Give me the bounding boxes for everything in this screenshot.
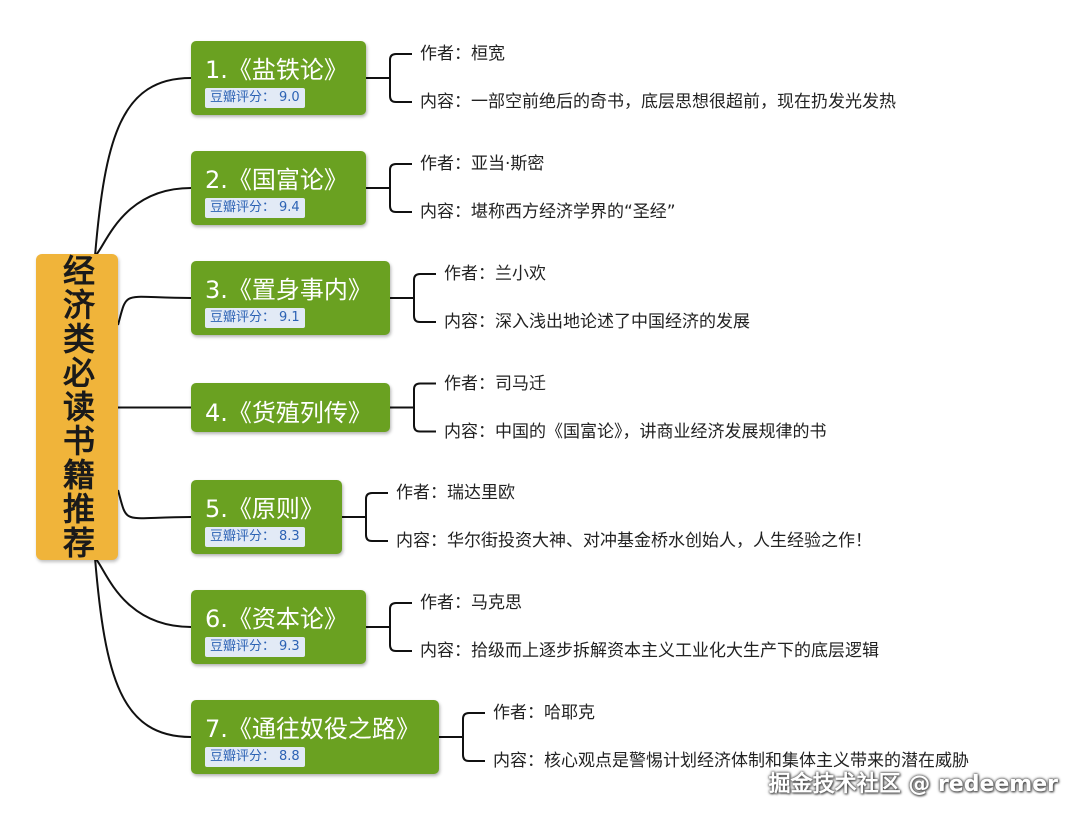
author-line-label: 作者： [396, 483, 447, 503]
author-line: 作者：亚当·斯密 [420, 153, 544, 175]
rating-label: 豆瓣评分： [210, 639, 276, 654]
bracket-line [462, 712, 485, 762]
author-line-label: 作者： [444, 264, 495, 284]
author-line-label: 作者： [444, 373, 495, 394]
content-line-value: 深入浅出地论述了中国经济的发展 [495, 312, 750, 332]
content-line-value: 拾级而上逐步拆解资本主义工业化大生产下的底层逻辑 [471, 641, 879, 661]
book-node: 6.《资本论》豆瓣评分：9.3 [191, 590, 366, 664]
bracket-line [389, 163, 412, 213]
content-line-label: 内容： [420, 202, 471, 222]
content-line-value: 一部空前绝后的奇书，底层思想很超前，现在扔发光发热 [471, 92, 896, 112]
author-line: 作者：哈耶克 [493, 702, 595, 724]
book-title: 5.《原则》 [205, 495, 324, 523]
rating-badge: 豆瓣评分：9.4 [205, 198, 305, 218]
author-line: 作者：马克思 [420, 592, 522, 614]
root-connector [94, 557, 192, 738]
bracket-line [389, 53, 412, 103]
author-line: 作者：兰小欢 [444, 263, 546, 285]
content-line-label: 内容： [420, 92, 471, 112]
author-line-value: 兰小欢 [495, 264, 546, 284]
rating-score: 9.4 [279, 200, 300, 215]
book-title: 7.《通往奴役之路》 [205, 715, 420, 743]
root-connector [94, 187, 192, 257]
author-line-value: 亚当·斯密 [471, 154, 545, 174]
rating-score: 9.1 [279, 310, 300, 325]
content-line-label: 内容： [444, 421, 495, 442]
content-line-label: 内容： [493, 751, 544, 771]
rating-badge: 豆瓣评分：8.8 [205, 747, 305, 767]
content-line-value: 堪称西方经济学界的“圣经” [471, 202, 676, 222]
rating-label: 豆瓣评分： [210, 200, 276, 215]
content-line: 内容：核心观点是警惕计划经济体制和集体主义带来的潜在威胁 [493, 750, 969, 772]
author-line: 作者：桓宽 [420, 43, 505, 65]
book-node: 3.《置身事内》豆瓣评分：9.1 [191, 261, 390, 335]
root-connector [117, 295, 192, 326]
rating-badge: 豆瓣评分：9.1 [205, 308, 305, 328]
author-line: 作者：瑞达里欧 [396, 482, 515, 504]
rating-label: 豆瓣评分： [210, 310, 276, 325]
content-line-label: 内容： [420, 641, 471, 661]
author-line-label: 作者： [420, 44, 471, 64]
book-title: 3.《置身事内》 [205, 276, 372, 304]
author-line-label: 作者： [420, 154, 471, 174]
root-topic: 经济类必读书籍推荐 [36, 254, 118, 560]
root-connector [94, 77, 192, 257]
content-line-value: 华尔街投资大神、对冲基金桥水创始人，人生经验之作！ [447, 531, 872, 551]
book-node: 2.《国富论》豆瓣评分：9.4 [191, 151, 366, 225]
book-node: 4.《货殖列传》 [191, 383, 390, 432]
book-node: 7.《通往奴役之路》豆瓣评分：8.8 [191, 700, 439, 774]
content-line: 内容：堪称西方经济学界的“圣经” [420, 201, 676, 223]
author-line: 作者：司马迁 [444, 373, 546, 395]
content-line-value: 中国的《国富论》，讲商业经济发展规律的书 [495, 421, 827, 442]
book-title: 2.《国富论》 [205, 166, 348, 194]
author-line-label: 作者： [493, 703, 544, 723]
author-line-value: 瑞达里欧 [447, 483, 515, 503]
book-node: 5.《原则》豆瓣评分：8.3 [191, 480, 342, 554]
book-title: 4.《货殖列传》 [205, 399, 372, 427]
rating-score: 9.0 [279, 90, 300, 105]
author-line-label: 作者： [420, 593, 471, 613]
rating-badge: 豆瓣评分：9.0 [205, 88, 305, 108]
content-line: 内容：华尔街投资大神、对冲基金桥水创始人，人生经验之作！ [396, 530, 872, 552]
rating-label: 豆瓣评分： [210, 749, 276, 764]
rating-score: 9.3 [279, 639, 300, 654]
rating-label: 豆瓣评分： [210, 90, 276, 105]
root-connector [94, 557, 192, 628]
watermark: 掘金技术社区 @ redeemer [768, 772, 1058, 797]
rating-badge: 豆瓣评分：8.3 [205, 527, 305, 547]
author-line-value: 哈耶克 [544, 703, 595, 723]
rating-badge: 豆瓣评分：9.3 [205, 637, 305, 657]
author-line-value: 司马迁 [495, 373, 546, 394]
bracket-line [365, 492, 388, 542]
content-line: 内容：拾级而上逐步拆解资本主义工业化大生产下的底层逻辑 [420, 640, 879, 662]
author-line-value: 桓宽 [471, 44, 505, 64]
book-node: 1.《盐铁论》豆瓣评分：9.0 [191, 41, 366, 115]
author-line-value: 马克思 [471, 593, 522, 613]
rating-score: 8.8 [279, 749, 300, 764]
bracket-line [389, 602, 412, 652]
content-line: 内容：深入浅出地论述了中国经济的发展 [444, 311, 750, 333]
bracket-line [413, 382, 436, 433]
book-title: 1.《盐铁论》 [205, 56, 348, 84]
book-title: 6.《资本论》 [205, 605, 348, 633]
content-line-value: 核心观点是警惕计划经济体制和集体主义带来的潜在威胁 [544, 751, 969, 771]
content-line: 内容：中国的《国富论》，讲商业经济发展规律的书 [444, 421, 827, 443]
root-title: 经济类必读书籍推荐 [58, 254, 96, 560]
content-line-label: 内容： [396, 531, 447, 551]
content-line-label: 内容： [444, 312, 495, 332]
rating-score: 8.3 [279, 529, 300, 544]
rating-label: 豆瓣评分： [210, 529, 276, 544]
content-line: 内容：一部空前绝后的奇书，底层思想很超前，现在扔发光发热 [420, 91, 896, 113]
root-connector [117, 489, 192, 520]
bracket-line [413, 273, 436, 323]
